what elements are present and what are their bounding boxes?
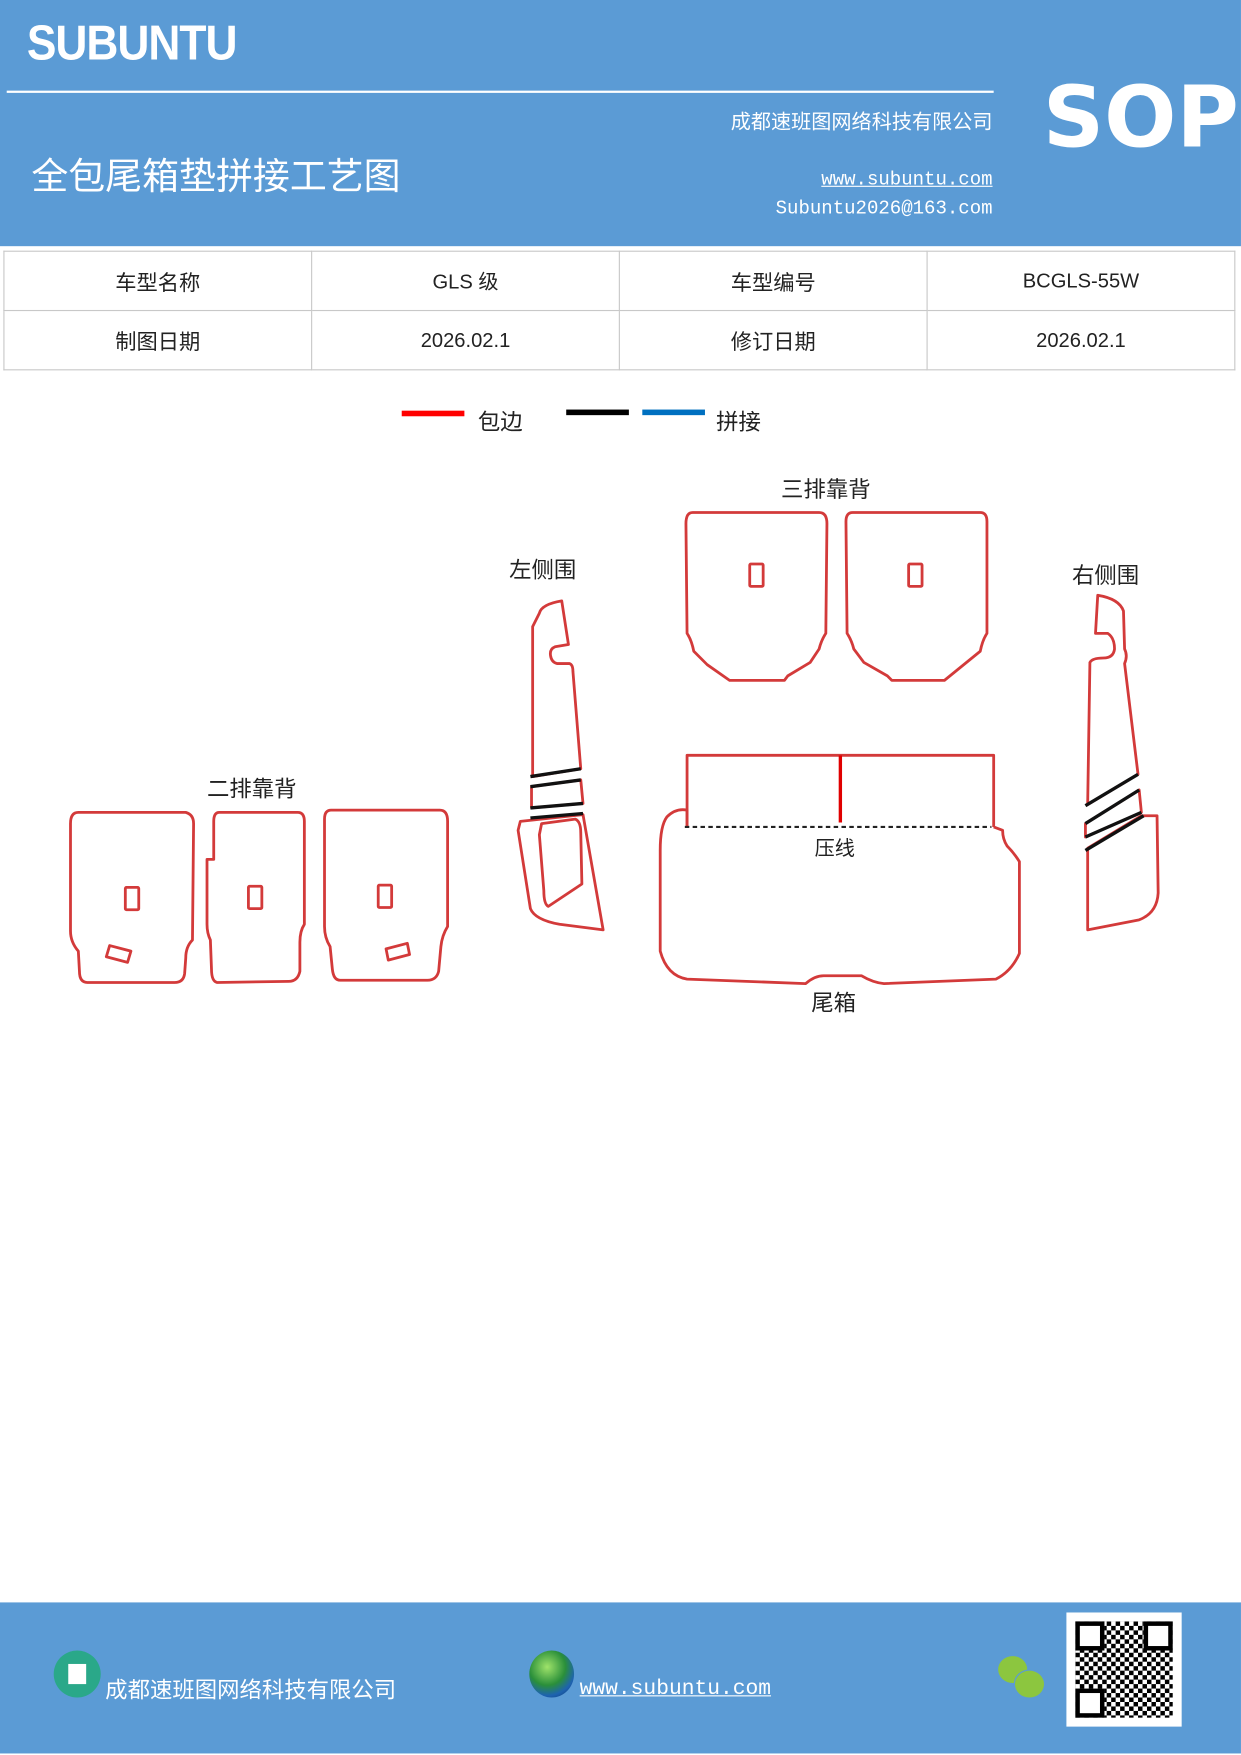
- header: SUBUNTU SOP 成都速班图网络科技有限公司 全包尾箱垫拼接工艺图 www…: [0, 0, 1241, 247]
- footer-website-link[interactable]: www.subuntu.com: [579, 1676, 772, 1701]
- left-side-panel-lower: [516, 813, 605, 932]
- globe-icon: [529, 1650, 575, 1698]
- third-row-piece-right: [844, 511, 989, 682]
- third-row-piece-left: [684, 511, 829, 682]
- right-side-splice: [1084, 788, 1143, 839]
- left-side-panel: [531, 599, 583, 778]
- hole: [907, 562, 924, 588]
- splice-lines: [1084, 772, 1145, 852]
- hole: [247, 884, 264, 911]
- label-crease: 压线: [814, 837, 855, 861]
- qr-code: [1066, 1612, 1182, 1727]
- footer: 成都速班图网络科技有限公司 www.subuntu.com: [0, 1602, 1241, 1754]
- second-row-piece-right: [323, 808, 449, 982]
- value-cell: 2026.02.1: [926, 309, 1236, 371]
- right-side-panel-lower: [1086, 814, 1160, 932]
- right-side-panel: [1086, 593, 1140, 806]
- legend-red-line: [401, 410, 465, 417]
- logo: SUBUNTU: [26, 15, 238, 71]
- label-cell: 车型编号: [618, 250, 928, 312]
- trunk-main: [658, 808, 1021, 985]
- label-right-side: 右侧围: [1072, 561, 1140, 589]
- value-cell: GLS 级: [311, 250, 620, 312]
- page-title: 全包尾箱垫拼接工艺图: [31, 154, 401, 199]
- label-cell: 修订日期: [618, 309, 928, 371]
- legend-black-line: [566, 409, 629, 416]
- legend-label-edge: 包边: [477, 408, 523, 436]
- label-second-row: 二排靠背: [207, 775, 297, 803]
- legend-label-splice: 拼接: [716, 408, 761, 436]
- legend-blue-line: [642, 409, 705, 416]
- splice-lines: [530, 767, 584, 820]
- left-side-inner: [537, 817, 584, 908]
- mat-diagram: [69, 511, 1160, 985]
- label-left-side: 左侧围: [509, 556, 577, 583]
- website-link[interactable]: www.subuntu.com: [821, 170, 993, 192]
- table-row: 制图日期 2026.02.1 修订日期 2026.02.1: [3, 309, 1236, 371]
- hole: [748, 562, 765, 588]
- divider: [6, 90, 994, 93]
- hole: [376, 883, 394, 909]
- info-table: 车型名称 GLS 级 车型编号 BCGLS-55W 制图日期 2026.02.1…: [3, 250, 1236, 371]
- company-name: 成都速班图网络科技有限公司: [730, 110, 993, 135]
- label-cell: 制图日期: [3, 309, 313, 371]
- trunk-upper-panel: [685, 753, 996, 827]
- label-cell: 车型名称: [3, 250, 313, 312]
- second-row-piece-left: [69, 810, 195, 984]
- email: Subuntu2026@163.com: [775, 199, 993, 221]
- hole: [104, 944, 133, 964]
- second-row-piece-middle: [205, 810, 306, 984]
- hole: [384, 941, 411, 962]
- building-icon: [53, 1650, 101, 1698]
- label-trunk: 尾箱: [811, 989, 857, 1017]
- value-cell: 2026.02.1: [311, 309, 620, 371]
- sop-badge: SOP: [1042, 67, 1239, 167]
- footer-company: 成都速班图网络科技有限公司: [105, 1676, 397, 1704]
- label-third-row: 三排靠背: [781, 475, 871, 503]
- hole: [123, 885, 141, 912]
